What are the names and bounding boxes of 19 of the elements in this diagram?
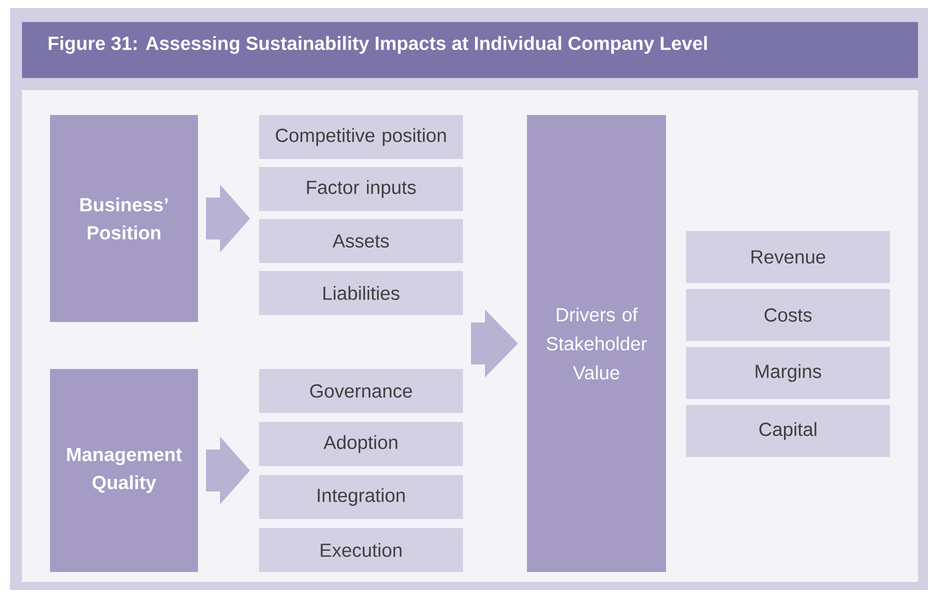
item-box: Capital — [686, 404, 890, 457]
item-box: Assets — [259, 218, 463, 263]
block-arrow — [471, 309, 518, 378]
item-box: Costs — [686, 289, 890, 341]
item-box: Margins — [686, 346, 890, 399]
item-box: Factor inputs — [259, 167, 463, 211]
block-arrow — [206, 436, 250, 504]
stage-box: Drivers of Stakeholder Value — [527, 115, 666, 572]
title-banner: Figure 31: Assessing Sustainability Impacts at Individual Company Level — [22, 22, 918, 78]
item-box: Liabilities — [259, 270, 463, 315]
stage-box: Management Quality — [50, 368, 198, 572]
item-box: Governance — [259, 368, 463, 413]
item-box: Adoption — [259, 422, 463, 466]
item-box: Revenue — [686, 230, 890, 283]
item-box: Competitive position — [259, 115, 463, 159]
item-box: Execution — [259, 528, 463, 572]
stage-box: Business’ Position — [50, 115, 198, 322]
block-arrow — [206, 184, 250, 252]
item-box: Integration — [259, 474, 463, 519]
